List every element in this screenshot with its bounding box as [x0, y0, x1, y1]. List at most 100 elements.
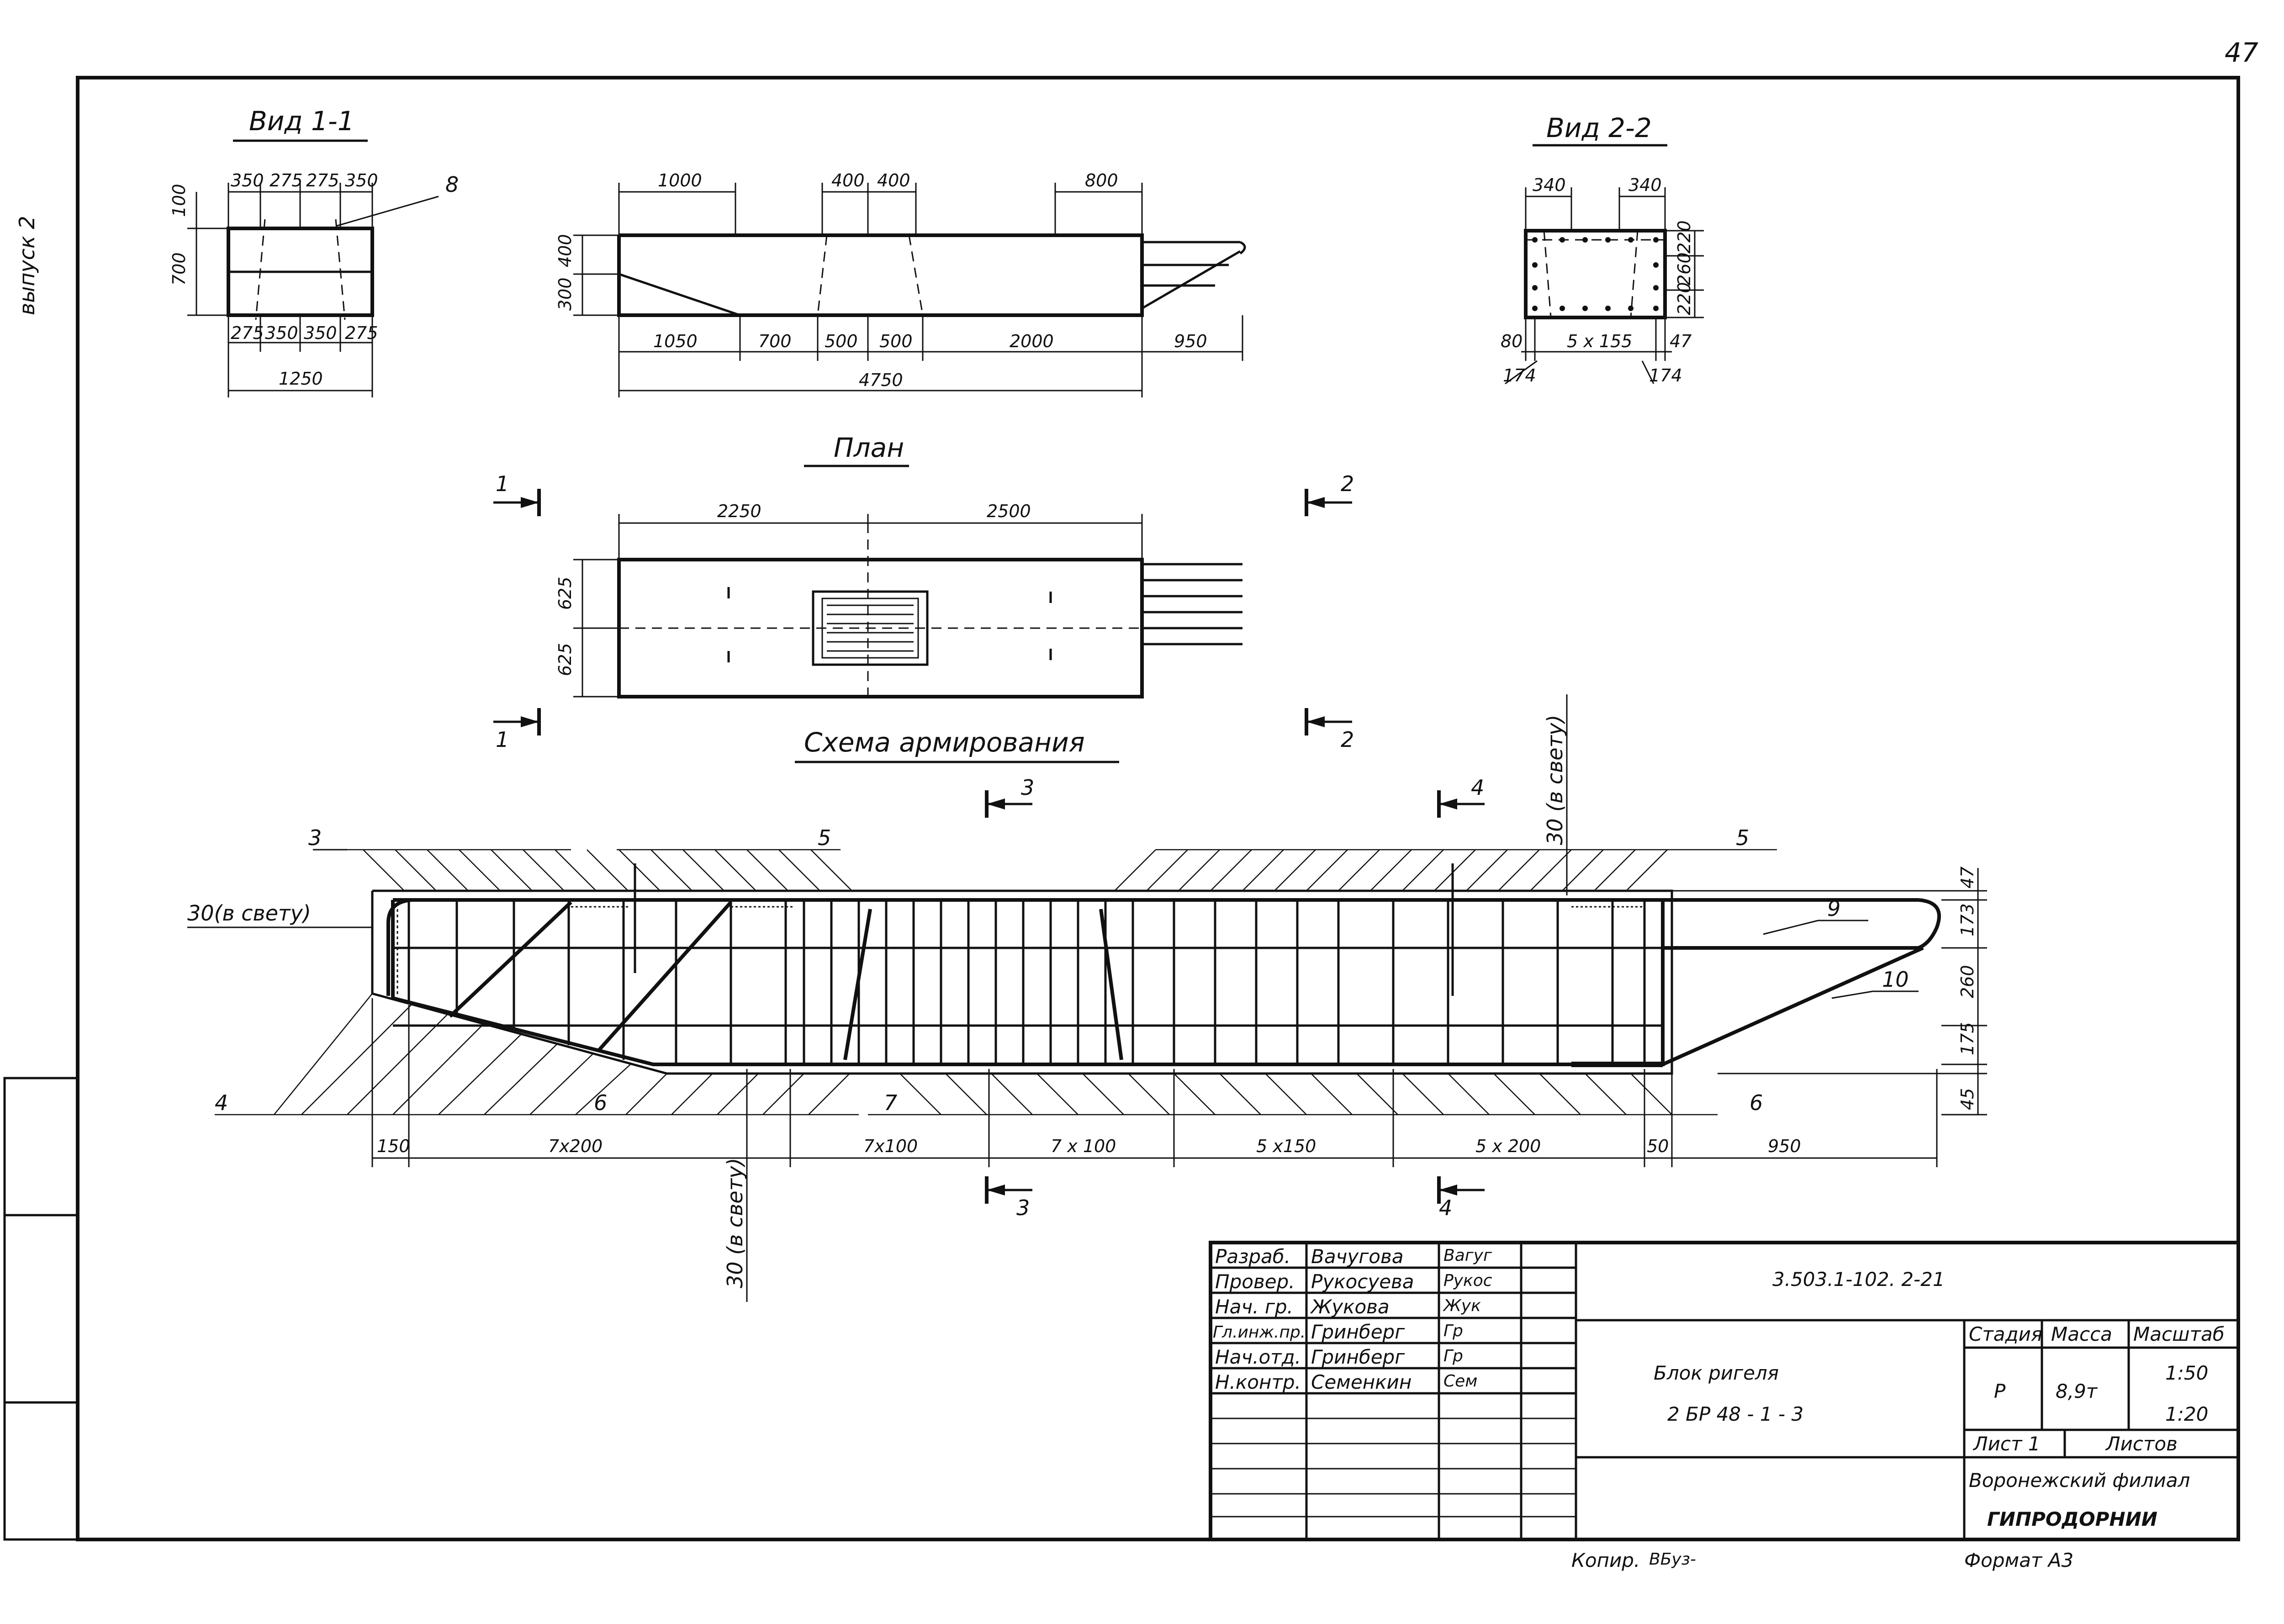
plan-top-dim-1: 2250: [717, 501, 761, 521]
v11-top-dim-1: 350: [231, 170, 264, 190]
reinf-right-dim-2: 173: [1957, 903, 1977, 936]
v22-low-dim-2: 174: [1649, 365, 1682, 386]
tb-scale-2: 1:20: [2165, 1403, 2208, 1425]
tb-name-4: Гринберг: [1311, 1321, 1405, 1343]
tb-mass: 8,9т: [2056, 1380, 2098, 1402]
reinf-bottom-dim-2: 7x200: [548, 1136, 603, 1156]
reinf-callout-7: 7: [884, 1090, 897, 1115]
v11-bottom-dim-1: 275: [231, 323, 264, 343]
tb-role-2: Провер.: [1215, 1270, 1295, 1293]
tb-scale-label: Масштаб: [2133, 1323, 2225, 1345]
tb-mass-label: Масса: [2051, 1323, 2112, 1345]
tb-signature-4: Гр: [1443, 1322, 1463, 1340]
reinf-callout-10: 10: [1882, 967, 1909, 992]
v11-left-dim-2: 700: [169, 252, 189, 286]
tb-role-5: Нач.отд.: [1215, 1346, 1301, 1368]
view-1-1-title: Вид 1-1: [249, 106, 354, 137]
footer-copied-signature: ВБуз-: [1649, 1550, 1696, 1569]
v22-right-dim-3: 220: [1674, 282, 1694, 315]
elevation-view: 1000 400 400 800 400 300 1050 700 500 50…: [555, 170, 1246, 397]
v22-bottom-dim-2: 5 x 155: [1567, 331, 1632, 351]
v22-right-dim-1: 220: [1674, 220, 1694, 254]
tb-name-1: Вачугова: [1311, 1245, 1403, 1268]
reinf-clear-cover-top: 30 (в свету): [1543, 714, 1567, 845]
tb-org-line-2: ГИПРОДОРНИИ: [1987, 1508, 2157, 1530]
tb-name-3: Жукова: [1310, 1296, 1390, 1318]
reinf-bottom-dim-7: 50: [1647, 1136, 1669, 1156]
stirrups: [407, 900, 1646, 1064]
reinf-right-dim-5: 45: [1957, 1088, 1977, 1110]
tb-role-3: Нач. гр.: [1215, 1296, 1293, 1318]
v22-rebar-dots: [1532, 237, 1659, 311]
page-number: 47: [2225, 37, 2258, 68]
reinf-title: Схема армирования: [804, 727, 1085, 758]
v22-right-dim-2: 260: [1674, 252, 1694, 286]
reinf-section-mark-4b: 4: [1439, 1196, 1452, 1220]
tb-stage: Р: [1994, 1380, 2006, 1402]
tb-role-4: Гл.инж.пр.: [1213, 1323, 1306, 1342]
reinf-section-mark-4a: 4: [1471, 775, 1484, 800]
elev-bottom-dim-5: 2000: [1010, 331, 1054, 351]
view-1-1: Вид 1-1 350 275 275 350 8 275 350 350 27…: [169, 106, 459, 397]
reinf-callout-6a: 6: [594, 1090, 607, 1115]
footer-format: Формат А3: [1964, 1549, 2073, 1571]
elev-left-dim-1: 400: [555, 234, 575, 267]
reinf-bottom-dim-6: 5 x 200: [1475, 1136, 1541, 1156]
title-block: Разраб. Провер. Нач. гр. Гл.инж.пр. Нач.…: [1209, 1241, 2240, 1541]
v11-left-dim-1: 100: [169, 184, 189, 217]
elev-bottom-dim-1: 1050: [653, 331, 698, 351]
tb-role-6: Н.контр.: [1215, 1371, 1301, 1393]
hatch-bottom: [215, 993, 1718, 1116]
reinf-callout-6b: 6: [1750, 1090, 1763, 1115]
tb-name-5: Гринберг: [1311, 1346, 1405, 1368]
v22-bottom-dim-3: 47: [1670, 331, 1692, 351]
reinf-section-mark-3b: 3: [1016, 1196, 1030, 1220]
elev-top-dim-1: 1000: [658, 170, 702, 190]
reinf-callout-3: 3: [308, 825, 322, 850]
reinf-bottom-dim-1: 150: [377, 1136, 410, 1156]
hatch-top-left: [313, 849, 852, 891]
tb-org-line-1: Воронежский филиал: [1969, 1469, 2190, 1492]
tb-role-1: Разраб.: [1215, 1245, 1290, 1268]
reinf-right-dim-3: 260: [1957, 965, 1977, 998]
reinf-section-mark-3a: 3: [1021, 775, 1034, 800]
reinf-callout-4: 4: [215, 1090, 228, 1115]
view-2-2-title: Вид 2-2: [1546, 112, 1652, 143]
plan-left-dim-2: 625: [555, 643, 575, 676]
tb-name-2: Рукосуева: [1311, 1270, 1414, 1293]
tb-signature-2: Рукос: [1443, 1271, 1492, 1290]
v11-top-dim-2: 275: [270, 170, 303, 190]
elev-total: 4750: [859, 370, 903, 390]
tb-signature-3: Жук: [1443, 1296, 1481, 1315]
tb-signature-5: Гр: [1443, 1347, 1463, 1365]
reinf-right-dim-4: 175: [1957, 1022, 1977, 1055]
v22-bottom-dim-1: 80: [1501, 331, 1523, 351]
v22-top-dim-1: 340: [1533, 175, 1566, 195]
elev-bottom-dim-4: 500: [879, 331, 913, 351]
reinf-callout-9: 9: [1827, 896, 1840, 921]
plan-section-mark-2b: 2: [1341, 727, 1354, 752]
view-2-2: Вид 2-2 340 340 220 260 220: [1501, 112, 1704, 386]
elev-left-dim-2: 300: [555, 277, 575, 311]
tb-stage-label: Стадия: [1969, 1323, 2042, 1345]
elev-top-dim-3: 400: [877, 170, 910, 190]
tb-product-line-1: Блок ригеля: [1654, 1362, 1779, 1384]
reinf-right-dim-1: 47: [1957, 867, 1977, 889]
tb-sheet-label: Лист 1: [1972, 1433, 2041, 1455]
side-label: выпуск 2: [15, 216, 39, 315]
v22-top-dim-2: 340: [1628, 175, 1662, 195]
plan-section-mark-1b: 1: [496, 727, 509, 752]
plan-top-dim-2: 2500: [987, 501, 1031, 521]
reinf-bottom-dim-4: 7 x 100: [1051, 1136, 1116, 1156]
tb-sheets-label: Листов: [2105, 1433, 2178, 1455]
reinf-callout-5b: 5: [1736, 825, 1749, 850]
footer-copied: Копир.: [1571, 1549, 1640, 1571]
v11-top-dim-4: 350: [345, 170, 378, 190]
elev-bottom-dim-2: 700: [758, 331, 792, 351]
elev-bottom-dim-6: 950: [1174, 331, 1207, 351]
tb-name-6: Семенкин: [1311, 1371, 1412, 1393]
reinf-bottom-dim-5: 5 x150: [1256, 1136, 1316, 1156]
plan-title: План: [834, 432, 904, 463]
plan-left-dim-1: 625: [555, 577, 575, 610]
